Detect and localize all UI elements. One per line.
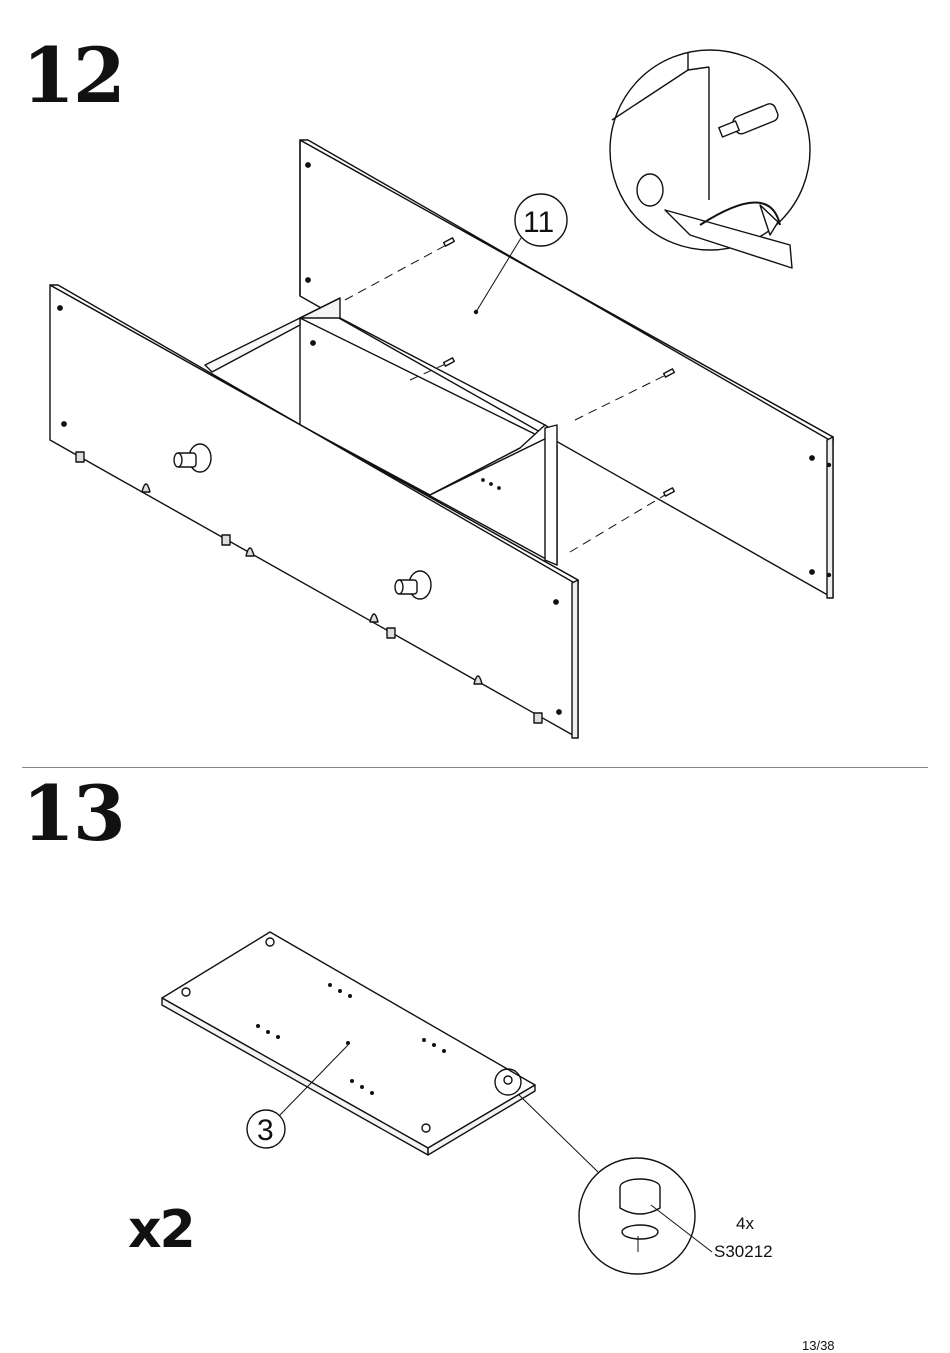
right-side-panel-drawing (545, 425, 557, 565)
panel-3-drawing (162, 932, 535, 1155)
panel-quantity: x2 (128, 1200, 194, 1260)
page-number: 13/38 (802, 1338, 835, 1353)
cam-fitting-detail (579, 1158, 712, 1274)
part-label-3: 3 (257, 1114, 274, 1147)
screwdriver-detail (610, 50, 810, 268)
part-label-11: 11 (523, 206, 554, 239)
hardware-code: S30212 (714, 1242, 773, 1262)
hardware-quantity: 4x (736, 1214, 754, 1234)
